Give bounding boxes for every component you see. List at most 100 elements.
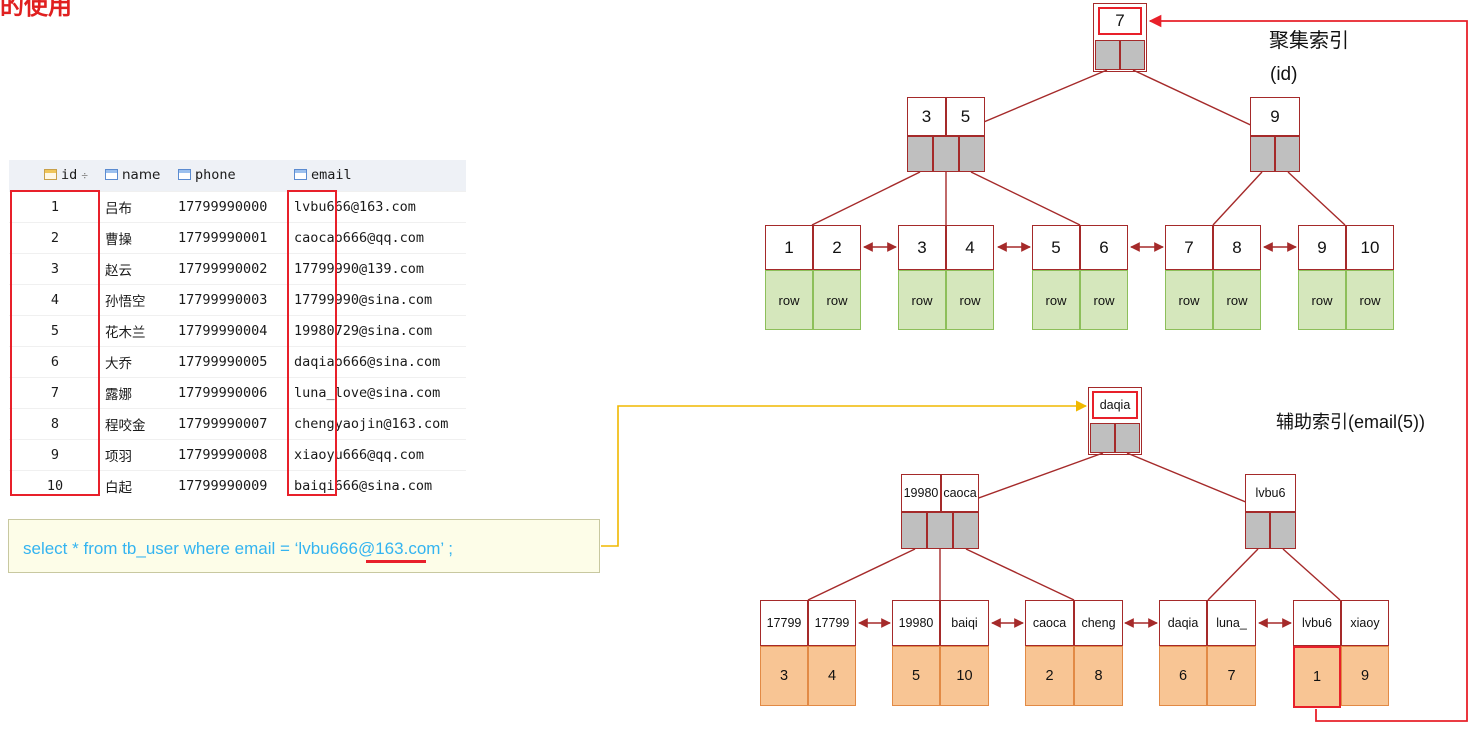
cell-email[interactable]: caocao666@qq.com (294, 229, 425, 246)
leaf-key: luna_ (1207, 600, 1256, 646)
cell-id[interactable]: 3 (50, 260, 60, 277)
cell-email[interactable]: lvbu666@163.com (294, 198, 416, 215)
sort-icon[interactable]: ÷ (81, 169, 88, 183)
cell-phone[interactable]: 17799990001 (178, 229, 268, 246)
node-key: 5 (946, 97, 985, 136)
column-label: name (122, 167, 161, 184)
cell-name[interactable]: 花木兰 (105, 324, 146, 341)
clustered-index-subtitle: (id) (1270, 64, 1298, 85)
table-row[interactable]: 1 吕布 17799990000 lvbu666@163.com (9, 191, 466, 222)
column-header-name[interactable]: name (101, 160, 174, 191)
cell-phone[interactable]: 17799990006 (178, 384, 268, 401)
table-row[interactable]: 2 曹操 17799990001 caocao666@qq.com (9, 222, 466, 253)
cell-id[interactable]: 7 (50, 384, 60, 401)
cell-name[interactable]: 露娜 (105, 386, 132, 403)
cell-email[interactable]: chengyaojin@163.com (294, 415, 449, 432)
column-header-id[interactable]: id÷ (9, 160, 101, 191)
leaf-key: 17799 (808, 600, 856, 646)
cell-phone[interactable]: 17799990004 (178, 322, 268, 339)
pointer-cell (1245, 512, 1270, 549)
table-row[interactable]: 7 露娜 17799990006 luna_love@sina.com (9, 377, 466, 408)
pointer-cell (1270, 512, 1296, 549)
cell-phone[interactable]: 17799990000 (178, 198, 268, 215)
pointer-cell (907, 136, 933, 172)
cell-phone[interactable]: 17799990007 (178, 415, 268, 432)
cell-email[interactable]: 17799990@139.com (294, 260, 425, 277)
cell-id[interactable]: 5 (50, 322, 60, 339)
primary-key-cell-hit: 1 (1293, 646, 1341, 708)
cell-phone[interactable]: 17799990002 (178, 260, 268, 277)
leaf-key: baiqi (940, 600, 989, 646)
sql-query-text: select * from tb_user where email = ‘lvb… (23, 539, 454, 558)
column-header-phone[interactable]: phone (174, 160, 290, 191)
cell-email[interactable]: 19980729@sina.com (294, 322, 433, 339)
cell-id[interactable]: 6 (50, 353, 60, 370)
pointer-cell (1090, 423, 1115, 453)
pointer-cell (1250, 136, 1275, 172)
leaf-key: 9 (1298, 225, 1346, 270)
cell-email[interactable]: xiaoyu666@qq.com (294, 446, 425, 463)
cell-email[interactable]: 17799990@sina.com (294, 291, 433, 308)
row-cell: row (1298, 270, 1346, 330)
row-cell: row (1080, 270, 1128, 330)
column-label: id (61, 167, 78, 184)
primary-key-cell: 8 (1074, 646, 1123, 706)
cell-name[interactable]: 程咬金 (105, 417, 146, 434)
cell-email[interactable]: baiqi666@sina.com (294, 477, 433, 494)
cell-email[interactable]: luna_love@sina.com (294, 384, 441, 401)
row-cell: row (813, 270, 861, 330)
row-cell: row (765, 270, 813, 330)
table-row[interactable]: 10 白起 17799990009 baiqi666@sina.com (9, 470, 466, 501)
primary-key-column-icon (44, 169, 58, 181)
leaf-key: 6 (1080, 225, 1128, 270)
node-key: caoca (941, 474, 979, 512)
primary-key-cell: 3 (760, 646, 808, 706)
row-cell: row (1346, 270, 1394, 330)
cell-id[interactable]: 4 (50, 291, 60, 308)
cell-phone[interactable]: 17799990005 (178, 353, 268, 370)
table-row[interactable]: 9 项羽 17799990008 xiaoyu666@qq.com (9, 439, 466, 470)
table-lookup-arrow (1148, 14, 1468, 722)
cell-name[interactable]: 孙悟空 (105, 293, 146, 310)
table-row[interactable]: 8 程咬金 17799990007 chengyaojin@163.com (9, 408, 466, 439)
cell-id[interactable]: 10 (46, 477, 64, 494)
cell-id[interactable]: 2 (50, 229, 60, 246)
cell-name[interactable]: 大乔 (105, 355, 132, 372)
secondary-index-title: 辅助索引(email(5)) (1276, 412, 1426, 432)
cell-id[interactable]: 9 (50, 446, 60, 463)
cell-phone[interactable]: 17799990008 (178, 446, 268, 463)
leaf-key: 7 (1165, 225, 1213, 270)
email-column-highlight (287, 190, 337, 496)
cell-name[interactable]: 曹操 (105, 231, 132, 248)
cell-name[interactable]: 项羽 (105, 448, 132, 465)
secondary-root-frame (1088, 387, 1142, 455)
table-row[interactable]: 4 孙悟空 17799990003 17799990@sina.com (9, 284, 466, 315)
clustered-index-title: 聚集索引 (1269, 30, 1349, 52)
primary-key-cell: 6 (1159, 646, 1207, 706)
node-key: lvbu6 (1245, 474, 1296, 512)
cell-phone[interactable]: 17799990003 (178, 291, 268, 308)
cell-name[interactable]: 赵云 (105, 262, 132, 279)
table-row[interactable]: 3 赵云 17799990002 17799990@139.com (9, 253, 466, 284)
leaf-key: 2 (813, 225, 861, 270)
primary-key-cell: 5 (892, 646, 940, 706)
leaf-key: 19980 (892, 600, 940, 646)
cell-name[interactable]: 白起 (105, 479, 132, 496)
cell-phone[interactable]: 17799990009 (178, 477, 268, 494)
node-key: 19980 (901, 474, 941, 512)
node-key: 9 (1250, 97, 1300, 136)
sql-query-box: select * from tb_user where email = ‘lvb… (8, 519, 600, 573)
cell-email[interactable]: daqiao666@sina.com (294, 353, 441, 370)
column-icon (105, 169, 118, 181)
cell-name[interactable]: 吕布 (105, 200, 132, 217)
search-key-underline (366, 560, 426, 563)
table-row[interactable]: 5 花木兰 17799990004 19980729@sina.com (9, 315, 466, 346)
leaf-key: 1 (765, 225, 813, 270)
column-header-email[interactable]: email (290, 160, 466, 191)
table-row[interactable]: 6 大乔 17799990005 daqiao666@sina.com (9, 346, 466, 377)
leaf-key: daqia (1159, 600, 1207, 646)
cell-id[interactable]: 1 (50, 198, 60, 215)
column-icon (178, 169, 191, 181)
cell-id[interactable]: 8 (50, 415, 60, 432)
